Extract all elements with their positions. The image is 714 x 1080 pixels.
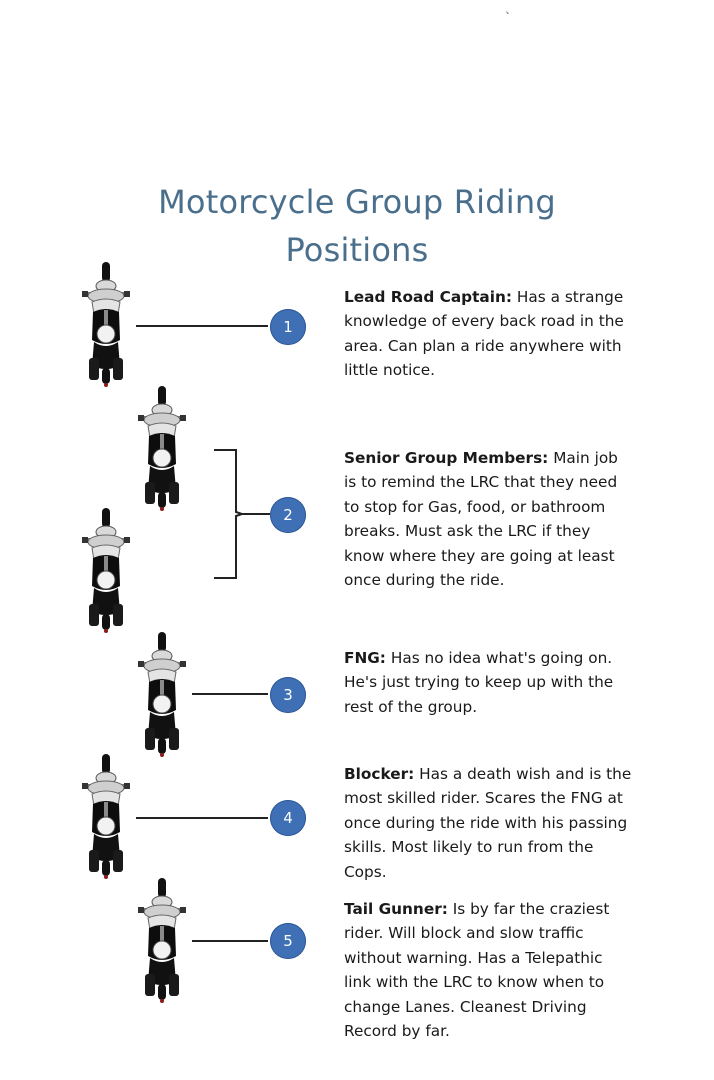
connector-line-1 (136, 325, 268, 327)
position-badge-3: 3 (270, 677, 306, 713)
motorcycle-2a-icon (136, 386, 188, 512)
position-badge-1: 1 (270, 309, 306, 345)
position-4-description: Blocker: Has a death wish and is the mos… (344, 762, 634, 884)
connector-line-4 (136, 817, 268, 819)
position-4-text: Has a death wish and is the most skilled… (344, 765, 632, 881)
position-1-label: Lead Road Captain: (344, 288, 512, 306)
position-1-description: Lead Road Captain: Has a strange knowled… (344, 285, 634, 383)
position-2-text: Main job is to remind the LRC that they … (344, 449, 618, 590)
position-badge-5: 5 (270, 923, 306, 959)
motorcycle-1-icon (80, 262, 132, 388)
stray-mark: ˎ (505, 0, 511, 14)
position-badge-2: 2 (270, 497, 306, 533)
position-3-text: Has no idea what's going on. He's just t… (344, 649, 614, 716)
position-5-description: Tail Gunner: Is by far the craziest ride… (344, 897, 634, 1043)
motorcycle-4-icon (80, 754, 132, 880)
motorcycle-5-icon (136, 878, 188, 1004)
title-line-2: Positions (285, 231, 429, 269)
position-4-label: Blocker: (344, 765, 415, 783)
connector-line-3 (192, 693, 268, 695)
title-line-1: Motorcycle Group Riding (158, 183, 556, 221)
position-2-description: Senior Group Members: Main job is to rem… (344, 446, 634, 592)
group-bracket (214, 449, 270, 579)
position-1-text: Has a strange knowledge of every back ro… (344, 288, 624, 380)
diagram-title: Motorcycle Group Riding Positions (0, 178, 714, 274)
position-badge-4: 4 (270, 800, 306, 836)
motorcycle-2b-icon (80, 508, 132, 634)
position-3-label: FNG: (344, 649, 386, 667)
connector-line-5 (192, 940, 268, 942)
position-5-label: Tail Gunner: (344, 900, 448, 918)
motorcycle-3-icon (136, 632, 188, 758)
position-3-description: FNG: Has no idea what's going on. He's j… (344, 646, 634, 719)
position-2-label: Senior Group Members: (344, 449, 549, 467)
position-5-text: Is by far the craziest rider. Will block… (344, 900, 610, 1041)
